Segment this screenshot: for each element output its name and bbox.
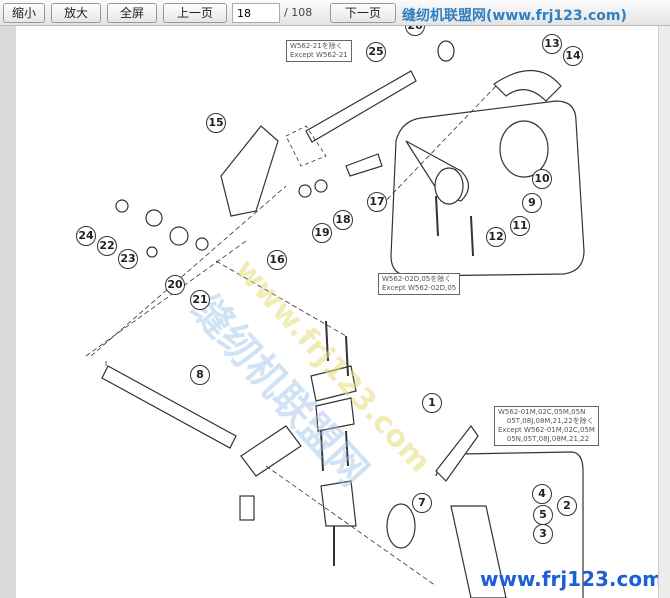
callout-1: 1 xyxy=(422,393,442,413)
callout-25: 25 xyxy=(366,42,386,62)
callout-14: 14 xyxy=(563,46,583,66)
callout-8: 8 xyxy=(190,365,210,385)
callout-11: 11 xyxy=(510,216,530,236)
callout-18: 18 xyxy=(333,210,353,230)
callout-19: 19 xyxy=(312,223,332,243)
zoom-out-button[interactable]: 缩小 xyxy=(3,3,45,23)
note-25: W562-21を除く Except W562-21 xyxy=(286,40,352,62)
viewer-toolbar: 缩小 放大 全屏 上一页 / 108 下一页 缝纫机联盟网(www.frj123… xyxy=(0,0,670,26)
note-2: W562-01M,02C,05M,05N 05T,08J,08M,21,22を除… xyxy=(494,406,599,446)
callout-16: 16 xyxy=(267,250,287,270)
note-9: W562-02D,05を除く Except W562-02D,05 xyxy=(378,273,461,295)
callout-9: 9 xyxy=(522,193,542,213)
callout-17: 17 xyxy=(367,192,387,212)
site-brand[interactable]: 缝纫机联盟网(www.frj123.com) xyxy=(402,8,627,24)
callout-20: 20 xyxy=(165,275,185,295)
parts-diagram xyxy=(85,40,585,598)
callout-10: 10 xyxy=(532,169,552,189)
callout-4: 4 xyxy=(532,484,552,504)
callout-23: 23 xyxy=(118,249,138,269)
zoom-in-button[interactable]: 放大 xyxy=(51,3,101,23)
fullscreen-button[interactable]: 全屏 xyxy=(107,3,157,23)
vertical-scrollbar[interactable] xyxy=(658,26,670,598)
callout-2: 2 xyxy=(557,496,577,516)
callout-24: 24 xyxy=(76,226,96,246)
total-pages: / 108 xyxy=(284,6,313,19)
corner-watermark: www.frj123.com xyxy=(480,567,663,591)
callout-5: 5 xyxy=(533,505,553,525)
callout-21: 21 xyxy=(190,290,210,310)
callout-15: 15 xyxy=(206,113,226,133)
callout-7: 7 xyxy=(412,493,432,513)
callout-3: 3 xyxy=(533,524,553,544)
page-number-input[interactable] xyxy=(232,3,280,23)
document-page: www.frj123.com 缝纫机联盟网 W562-21を除く Except … xyxy=(16,26,658,598)
prev-page-button[interactable]: 上一页 xyxy=(163,3,227,23)
callout-22: 22 xyxy=(97,236,117,256)
callout-13: 13 xyxy=(542,34,562,54)
next-page-button[interactable]: 下一页 xyxy=(330,3,396,23)
callout-12: 12 xyxy=(486,227,506,247)
